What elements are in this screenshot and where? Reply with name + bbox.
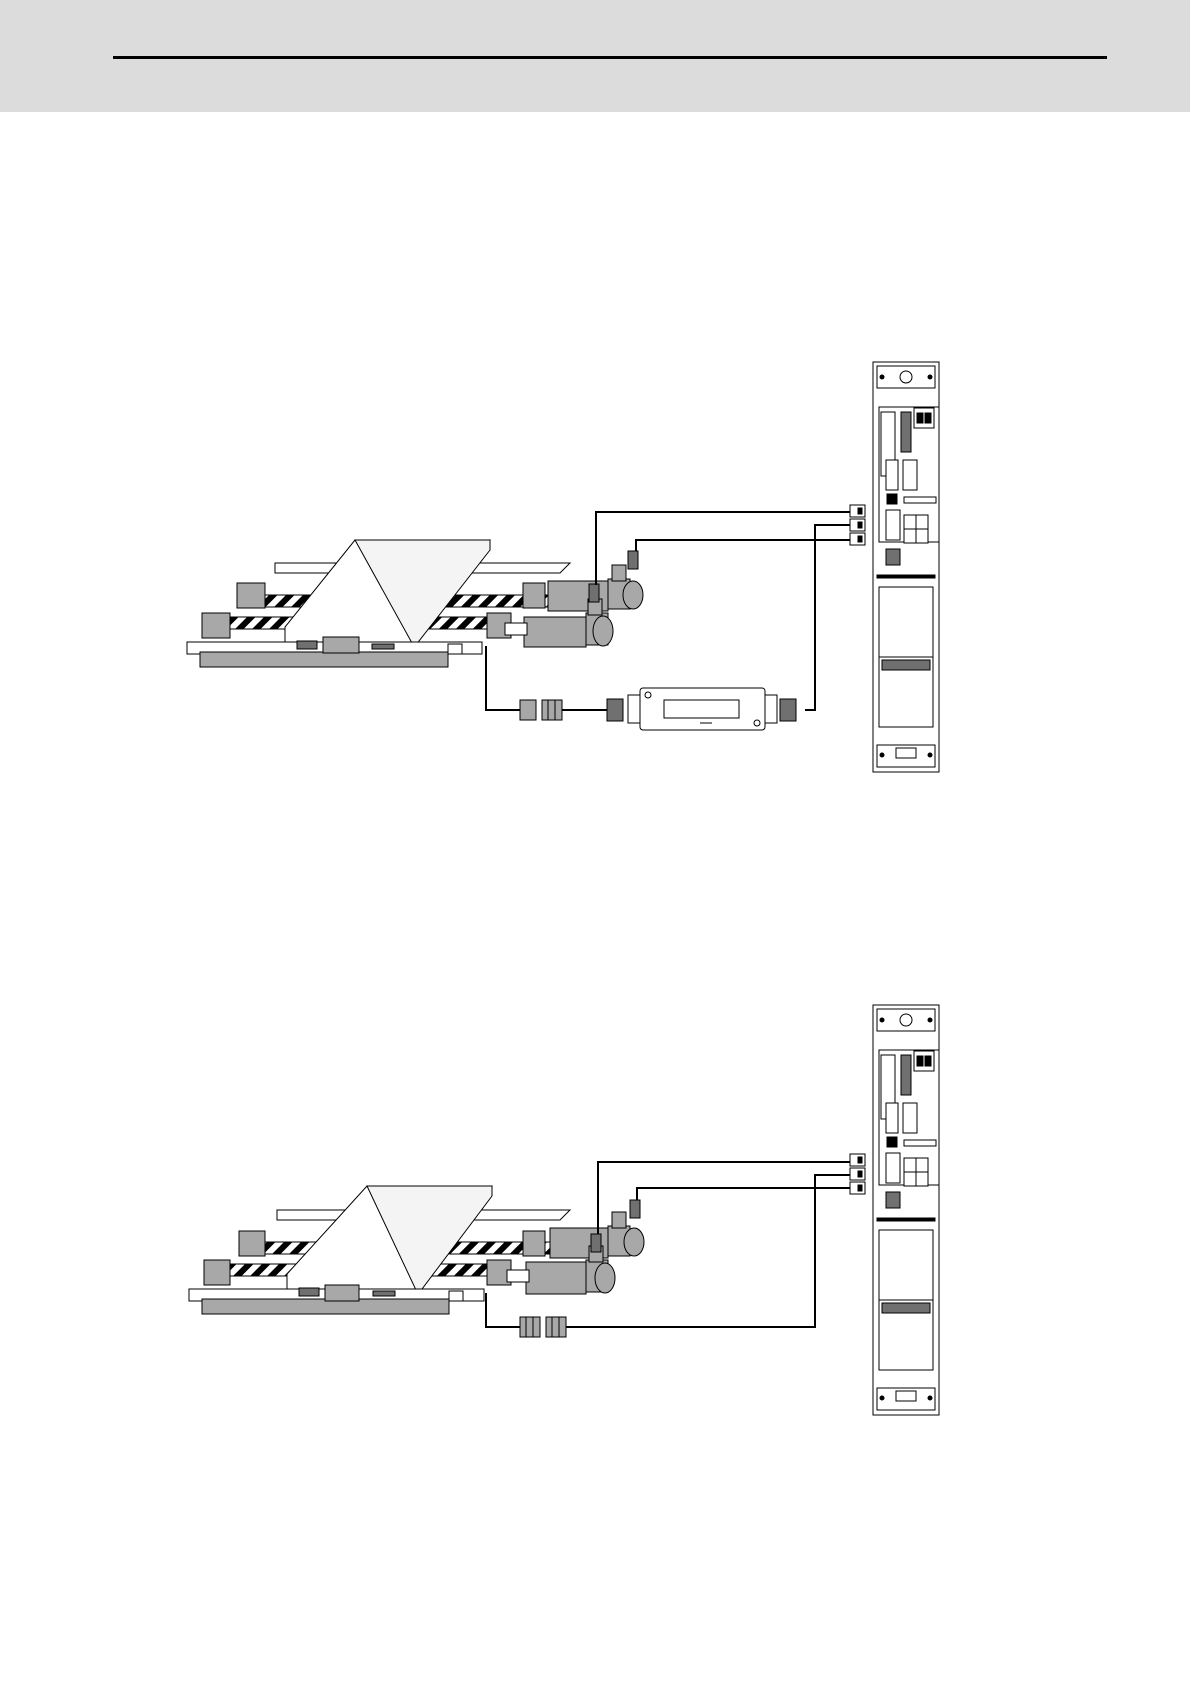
scale-cable-a [486,1293,520,1327]
header-rule [113,56,1107,59]
cable-connectors [520,1317,566,1337]
bearing-block-1 [237,583,265,608]
bearing-block-2 [204,1260,230,1285]
scale-head [325,1285,359,1301]
bearing-block-3 [523,1231,545,1256]
encoder-connector-1 [628,551,638,569]
linear-scale-body [200,652,448,667]
encoder-cable-2 [637,1188,852,1200]
connector-4 [780,699,796,721]
connector-2 [542,700,562,720]
bearing-block-2 [202,613,230,638]
encoder-connector-2 [589,584,599,602]
connector-1 [520,700,536,720]
encoder-connector-1 [630,1200,640,1218]
servo-drive-unit [873,1005,939,1415]
connector-2 [546,1317,566,1337]
drive-terminal-block [850,1154,865,1194]
scale-cable-c [805,525,852,710]
machine-table-assembly [187,540,570,667]
system-diagram-direct-connection [0,1000,1190,1420]
system-diagram-with-interface-unit [0,355,1190,775]
servo-drive-unit [873,362,939,772]
drive-terminal-block [850,505,865,545]
encoder-cable-1 [596,512,852,585]
diagram-svg [0,1000,1190,1420]
machine-table-assembly [189,1186,570,1314]
page-header [0,0,1190,112]
scale-head [323,637,359,653]
diagram-svg [0,355,1190,775]
connector-1 [520,1317,540,1337]
scale-cable-a [486,646,520,710]
encoder-connector-2 [591,1234,601,1252]
scale-interface-unit [628,688,777,730]
bearing-block-3 [523,583,545,608]
connector-3 [607,699,623,721]
encoder-cable-2 [636,540,852,551]
feedback-cables [486,512,852,710]
bearing-block-1 [239,1231,265,1256]
